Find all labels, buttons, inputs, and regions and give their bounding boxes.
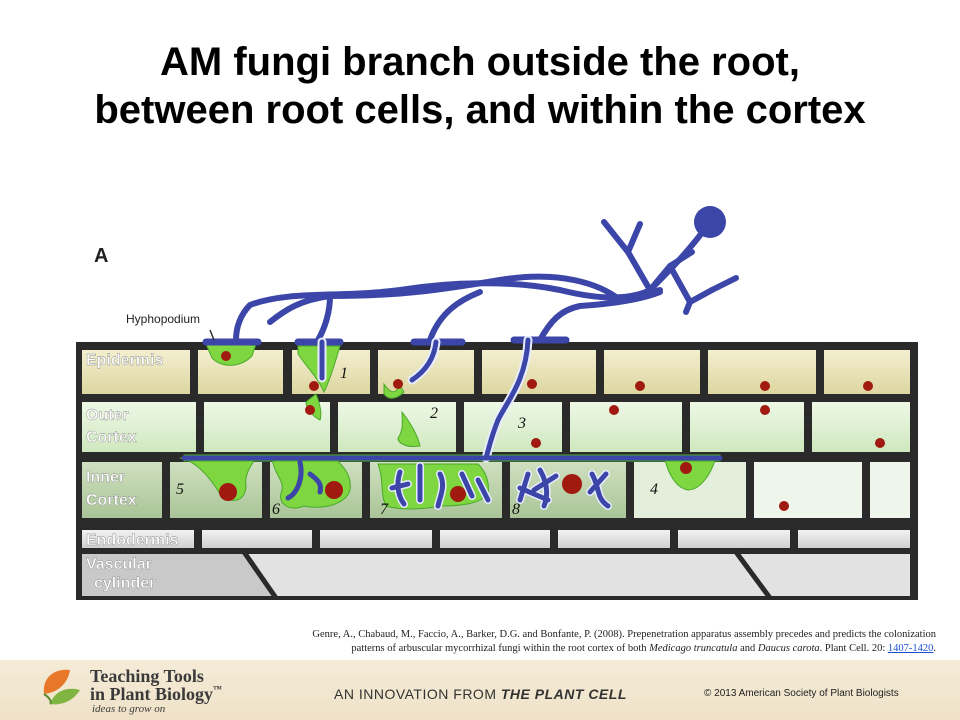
stage-number-3: 3 [517,415,526,432]
outer-cortex-layer [82,402,910,452]
footer-bar [0,660,960,720]
label-vascular-1: Vascular [86,556,152,573]
citation-line-2: patterns of arbuscular mycorrhizal fungi… [351,643,936,654]
innovation-text: AN INNOVATION FROM THE PLANT CELL [334,686,627,702]
leaf-logo-icon [43,669,80,705]
stage-number-5: 5 [176,481,184,498]
citation: Genre, A., Chabaud, M., Faccio, A., Bark… [250,628,936,656]
cell-nuclei [219,351,885,511]
label-inner-cortex-1: Inner [86,469,125,486]
brand-line-1: Teaching Tools [90,666,204,686]
stage-number-2: 2 [430,405,438,422]
label-outer-cortex-2: Cortex [86,429,137,446]
epidermis-layer [82,350,910,394]
citation-line-1: Genre, A., Chabaud, M., Faccio, A., Bark… [312,629,936,640]
title-line-2: between root cells, and within the corte… [94,88,866,132]
label-outer-cortex-1: Outer [86,407,129,424]
citation-link[interactable]: 1407-1420 [887,643,934,654]
fungal-hyphae [233,219,739,343]
label-inner-cortex-2: Cortex [86,492,137,509]
hyphopodium-pointer [209,329,215,341]
stage-number-1: 1 [340,365,348,382]
label-vascular-2: cylinder [94,575,155,592]
label-epidermis: Epidermis [86,352,163,369]
endodermis-layer [82,530,910,548]
brand-tagline: ideas to grow on [92,703,166,715]
stage-number-7: 7 [380,501,389,518]
slide-title: AM fungi branch outside the root, betwee… [0,38,960,134]
brand-line-2: in Plant Biology™ [90,684,223,704]
stage-number-8: 8 [512,501,520,518]
vascular-layer [82,550,910,600]
title-line-1: AM fungi branch outside the root, [160,40,800,84]
panel-label: A [94,245,108,267]
copyright-text: © 2013 American Society of Plant Biologi… [704,688,899,699]
stage-number-4: 4 [650,481,658,498]
hyphopodia [202,336,570,346]
hyphopodium-label: Hyphopodium [126,312,200,326]
stage-number-6: 6 [272,501,280,518]
spore [694,206,726,238]
label-endodermis: Endodermis [86,532,179,549]
